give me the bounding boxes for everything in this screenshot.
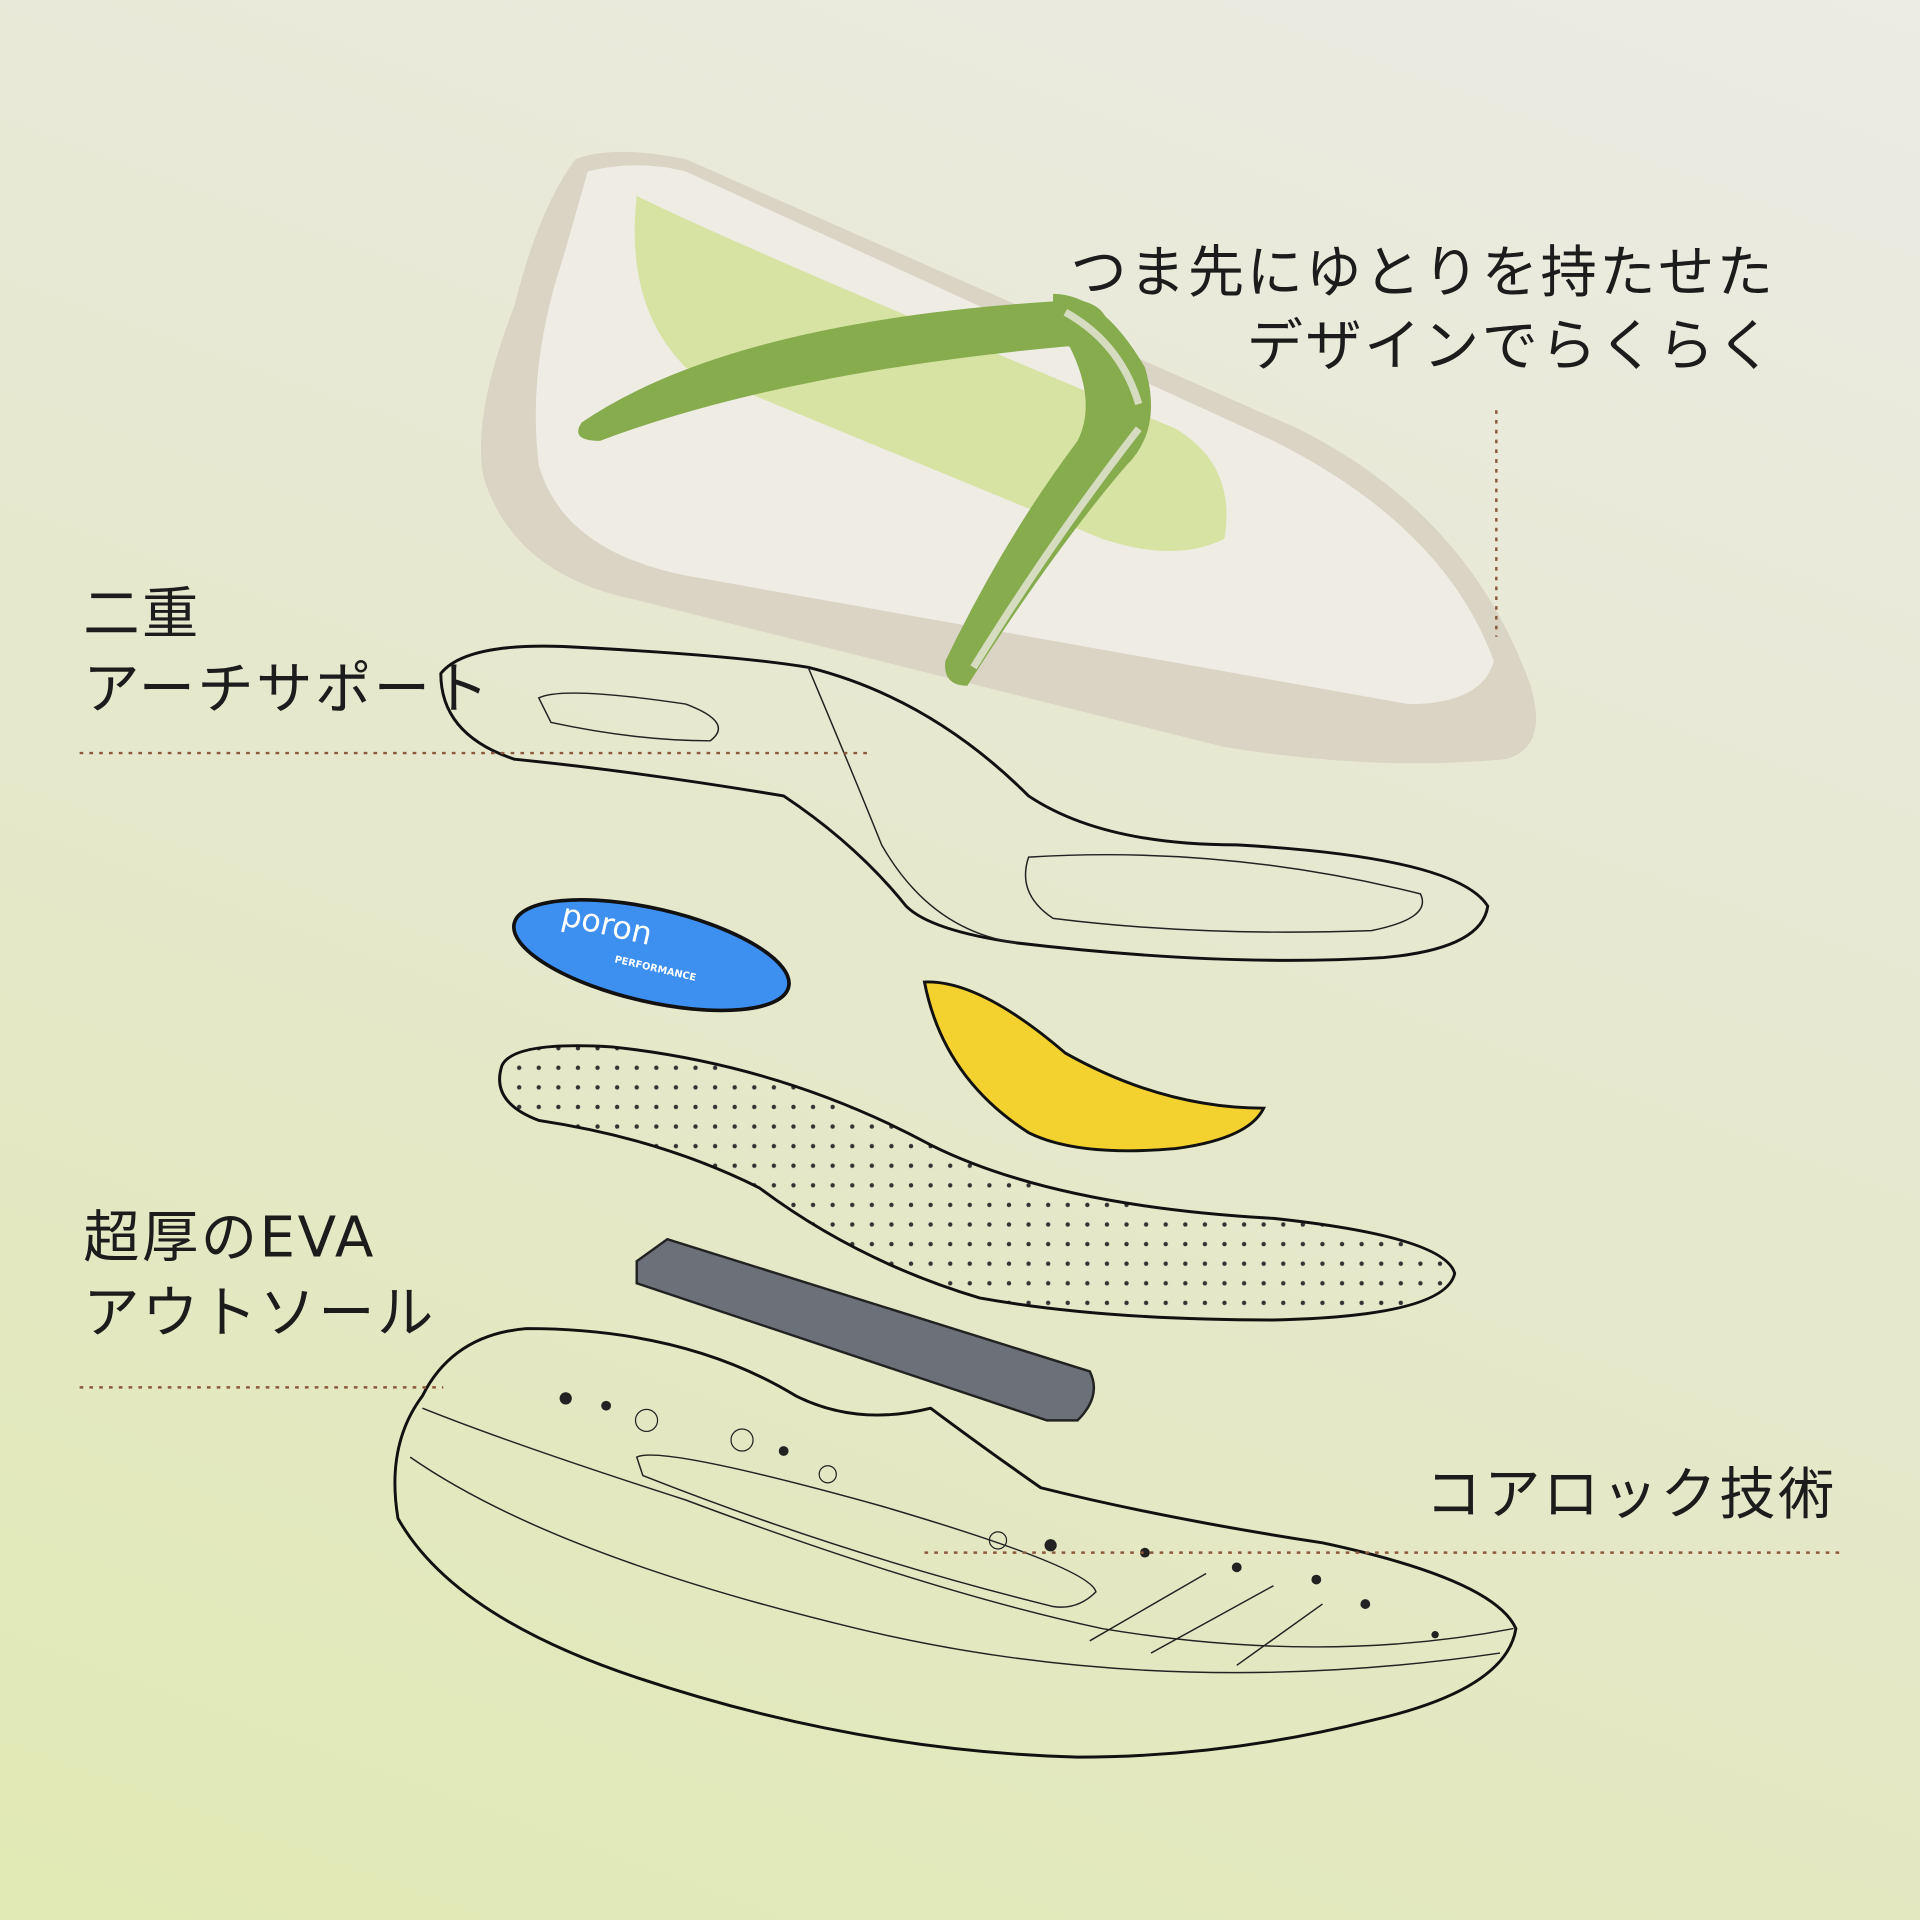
perforated-insole bbox=[498, 1044, 1457, 1322]
shank-plate bbox=[635, 1237, 1096, 1422]
insole-outline bbox=[439, 644, 1490, 962]
eva-label-line1: 超厚のEVA bbox=[83, 1205, 376, 1270]
corelock-label: コアロック技術 bbox=[1425, 1462, 1836, 1527]
toe-label-line2: デザインでらくらく bbox=[1247, 314, 1776, 379]
shoe-photo bbox=[480, 151, 1537, 764]
outsole-outline bbox=[393, 1327, 1518, 1759]
poron-pad: poron PERFORMANCE bbox=[511, 895, 791, 1013]
arch-label-line1: 二重 bbox=[83, 582, 201, 647]
eva-label-line2: アウトソール bbox=[83, 1281, 436, 1346]
toe-label-line1: つま先にゆとりを持たせた bbox=[1070, 240, 1775, 305]
heel-pad bbox=[922, 980, 1267, 1153]
arch-label-line2: アーチサポート bbox=[83, 657, 491, 722]
